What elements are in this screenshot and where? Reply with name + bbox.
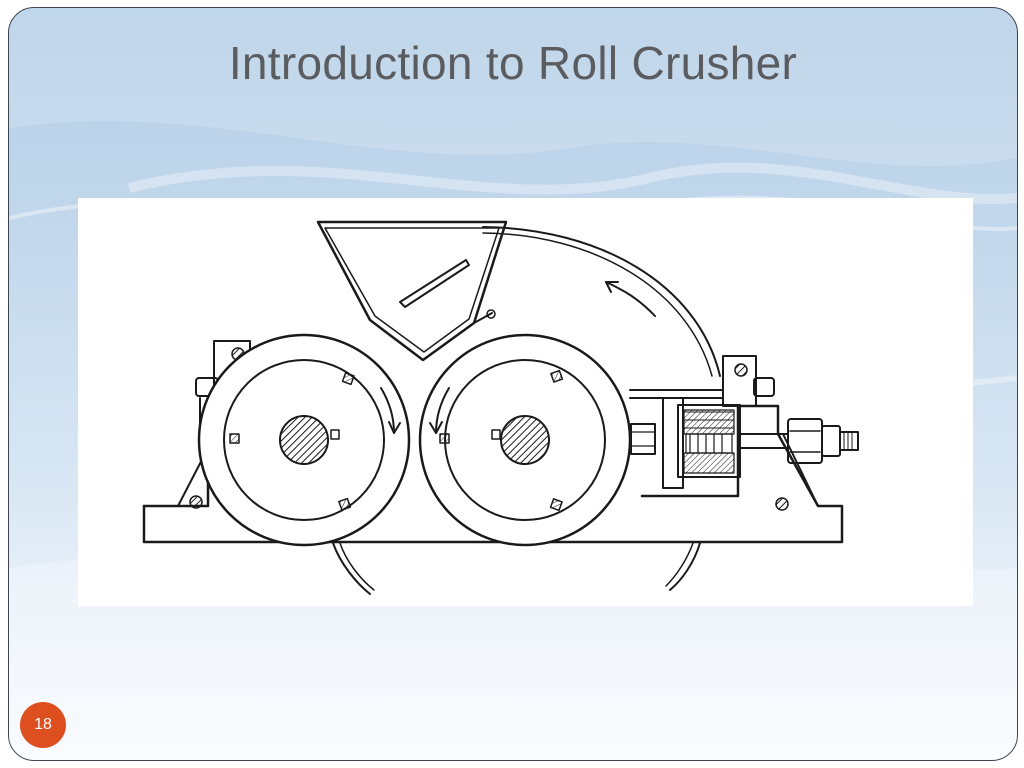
adjusting-nut-left [630,423,656,455]
hopper [316,220,508,362]
slide-number-badge: 18 [20,702,66,748]
left-roll [197,333,411,547]
slide-title: Introduction to Roll Crusher [228,37,798,89]
right-roll [418,333,632,547]
background-waves [9,8,1017,760]
rotation-arrow-top [605,281,656,317]
tension-bolt-right [739,418,859,464]
base-frame [142,404,844,544]
base-bolt-left [189,495,203,509]
spring-assembly [662,397,741,489]
rotation-arrow-left-roll [380,387,395,434]
roll-crusher-figure [78,198,973,606]
hopper-plate [399,259,470,308]
roll-crusher-diagram [142,220,859,595]
base-bolt-right [775,497,789,511]
discharge-arc-left [332,542,371,595]
guard-arc [482,226,721,377]
discharge-arc-right [669,542,701,591]
slide: Introduction to Roll Crusher [8,7,1018,761]
rotation-arrow-right-roll [435,387,450,434]
